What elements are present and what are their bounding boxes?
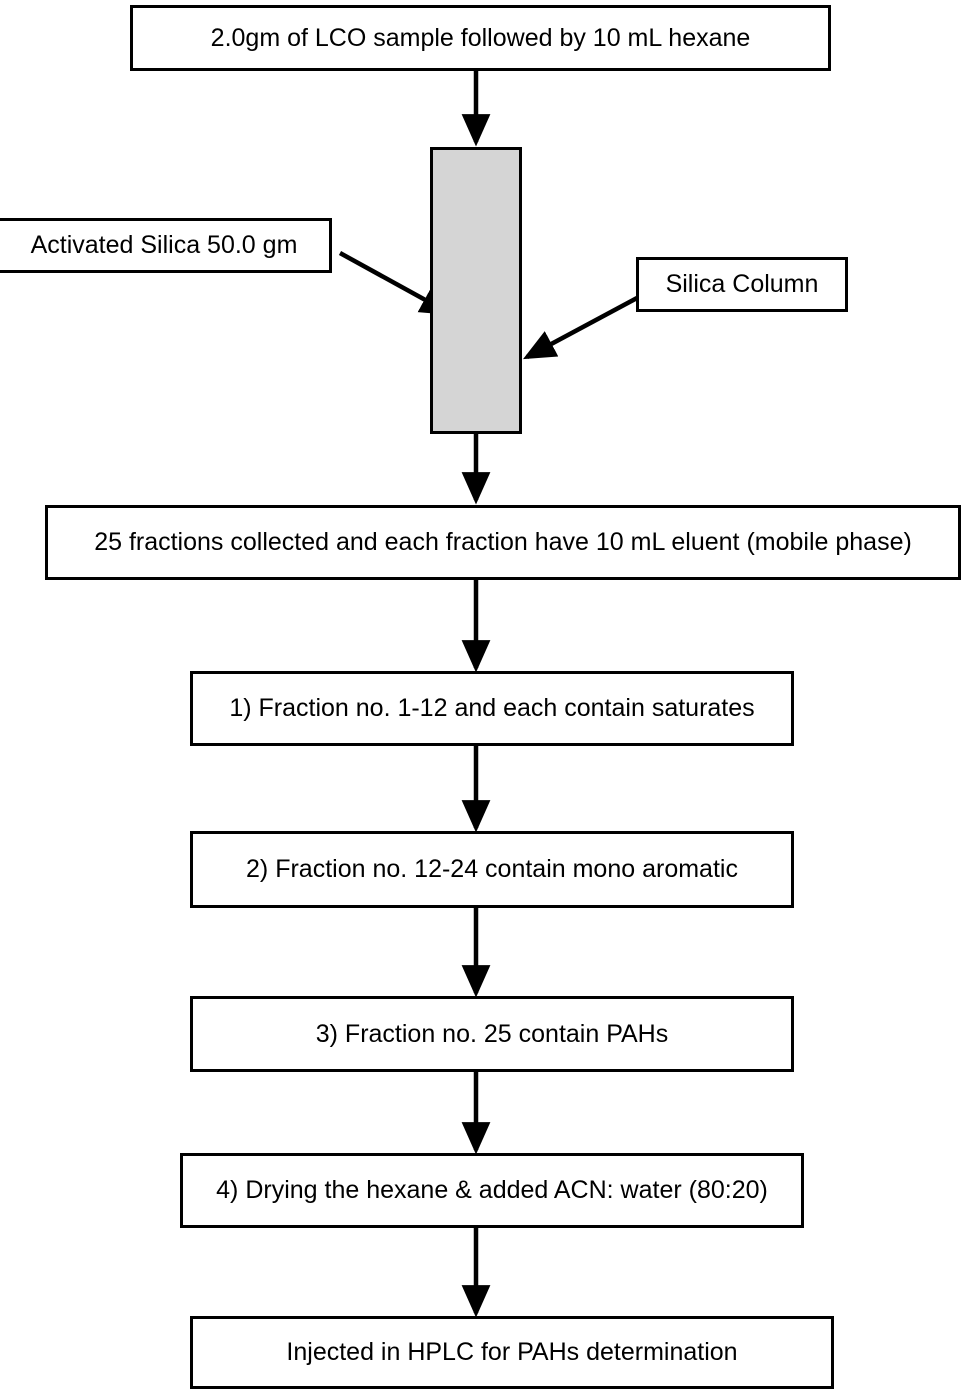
node-sample-input[interactable]: 2.0gm of LCO sample followed by 10 mL he…: [130, 5, 831, 71]
node-fractions-collected[interactable]: 25 fractions collected and each fraction…: [45, 505, 961, 580]
node-step-1-label: 1) Fraction no. 1-12 and each contain sa…: [229, 694, 755, 723]
node-step-4[interactable]: 4) Drying the hexane & added ACN: water …: [180, 1153, 804, 1228]
node-step-1[interactable]: 1) Fraction no. 1-12 and each contain sa…: [190, 671, 794, 746]
node-silica-column-callout[interactable]: Silica Column: [636, 257, 848, 312]
node-final-step[interactable]: Injected in HPLC for PAHs determination: [190, 1316, 834, 1389]
node-silica-column-callout-label: Silica Column: [665, 270, 819, 299]
node-step-4-label: 4) Drying the hexane & added ACN: water …: [216, 1176, 768, 1205]
node-step-2[interactable]: 2) Fraction no. 12-24 contain mono aroma…: [190, 831, 794, 908]
node-sample-input-label: 2.0gm of LCO sample followed by 10 mL he…: [210, 23, 751, 52]
node-step-3[interactable]: 3) Fraction no. 25 contain PAHs: [190, 996, 794, 1072]
node-activated-silica[interactable]: Activated Silica 50.0 gm: [0, 218, 332, 273]
arrow-column-label-to-column: [523, 296, 639, 360]
node-step-2-label: 2) Fraction no. 12-24 contain mono aroma…: [246, 855, 738, 884]
node-step-3-label: 3) Fraction no. 25 contain PAHs: [315, 1019, 669, 1048]
node-final-step-label: Injected in HPLC for PAHs determination: [286, 1338, 738, 1367]
node-fractions-collected-label: 25 fractions collected and each fraction…: [94, 528, 912, 557]
silica-column-vessel[interactable]: [430, 147, 522, 434]
node-activated-silica-label: Activated Silica 50.0 gm: [30, 231, 298, 260]
